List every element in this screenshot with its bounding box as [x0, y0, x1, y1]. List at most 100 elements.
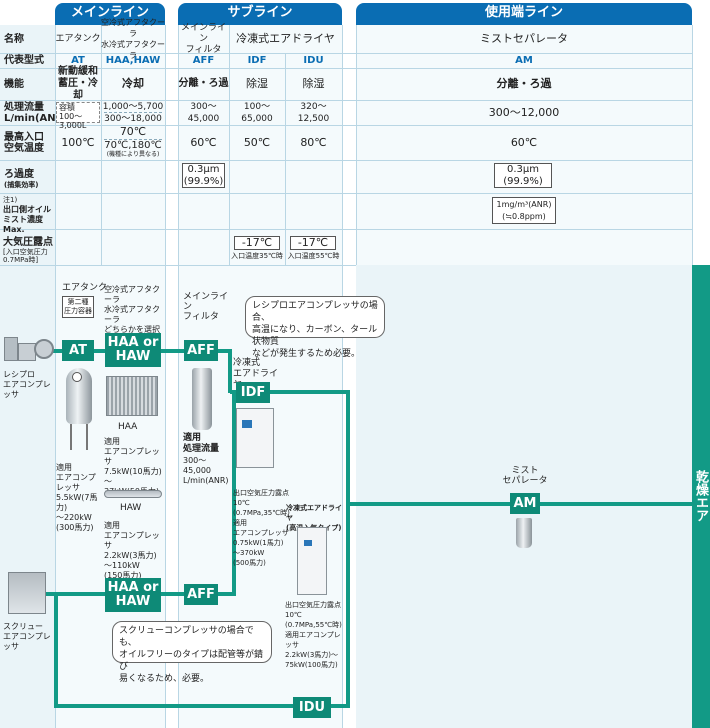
pipe-idf-vert — [346, 390, 350, 708]
idf-spec: 出口空気圧力露点 10℃ (0.7MPa,35℃時) 適用 エアコンプレッサ 0… — [233, 489, 290, 567]
col-line — [342, 25, 343, 728]
idu-flow: 320～12,500 — [297, 101, 330, 124]
node-at[interactable]: AT — [62, 340, 94, 361]
row-label-temp: 最高入口 空気温度 — [4, 131, 44, 154]
am-separator-icon — [516, 518, 532, 548]
pipe-screw-drop — [54, 592, 58, 708]
end-line-header: 使用端ライン — [356, 3, 692, 25]
recip-callout: レシプロエアコンプレッサの場合、 高温になり、カーボン、タール状物質 などが発生… — [245, 296, 385, 359]
aff-spec: 300～45,000 L/min(ANR) — [183, 456, 229, 485]
row-line — [0, 229, 692, 230]
row-label-dew-wrap: 大気圧露点 [入口空気圧力 0.7MPa時] — [3, 233, 58, 264]
row-line — [0, 160, 692, 161]
haa-cooler-icon — [106, 376, 158, 416]
tank-gauge-icon — [72, 372, 82, 382]
tank-leg-icon — [70, 424, 88, 450]
haa-temp-note: (機種により異なる) — [106, 151, 160, 158]
aff-spec-title: 適用 処理流量 — [183, 433, 220, 454]
at-function: 新動緩和 蓄圧・冷却 — [58, 66, 98, 101]
node-idf[interactable]: IDF — [236, 382, 270, 403]
row-label-flow: 処理流量 L/min(ANR) — [4, 101, 68, 124]
node-haa[interactable]: HAA or HAW — [105, 333, 161, 367]
node-am[interactable]: AM — [510, 493, 540, 514]
aff-model: AFF — [192, 54, 215, 66]
haa-temp-1: 70℃ — [119, 125, 147, 138]
screw-compressor-label: スクリュー エアコンプレッサ — [3, 622, 51, 651]
aff-function: 分離・ろ過 — [178, 78, 229, 89]
col-line — [55, 25, 56, 728]
row-label-oil-wrap: 注1) 出口側オイル ミスト濃度Max. — [3, 195, 58, 235]
at-temp: 100℃ — [61, 135, 95, 149]
haa-function: 冷却 — [122, 77, 144, 90]
haa-temp-2: 70℃,180℃ — [104, 139, 162, 151]
row-line — [0, 193, 692, 194]
row-label-filtration-wrap: ろ過度 (捕集効率) — [4, 165, 59, 190]
col-line — [692, 25, 693, 265]
am-name: ミストセパレータ — [480, 32, 568, 45]
haa-model: HAA,HAW — [105, 54, 161, 66]
am-diagram-label: ミスト セパレータ — [502, 466, 548, 486]
idf-panel-icon — [242, 420, 252, 428]
aff-filter-icon — [192, 368, 212, 430]
screw-compressor-icon — [8, 572, 46, 614]
row-line — [0, 53, 692, 54]
aff-flow: 300～45,000 — [187, 101, 220, 124]
idu-model: IDU — [303, 54, 324, 66]
haa-name: 空冷式アフタクーラ 水冷式アフタクーラ — [101, 18, 165, 60]
idu-function: 除湿 — [302, 77, 325, 90]
dry-air-band — [692, 265, 710, 728]
row-label-dew-sub: [入口空気圧力 0.7MPa時] — [3, 248, 48, 264]
pipe-idf-drop — [228, 349, 232, 393]
idu-temp: 80℃ — [300, 135, 327, 149]
am-model: AM — [515, 54, 533, 66]
haa-label: HAA — [118, 422, 138, 432]
col-line — [101, 25, 102, 265]
row-line — [0, 125, 692, 126]
idu-dew-note: 入口温度55℃時 — [287, 252, 340, 260]
row-line — [0, 100, 692, 101]
at-flow-box: 容積 100～3,000L — [56, 102, 100, 130]
at-model: AT — [71, 54, 85, 66]
am-temp: 60℃ — [510, 135, 538, 149]
row-label-filtration-sub: (捕集効率) — [4, 181, 39, 189]
node-aff[interactable]: AFF — [184, 340, 218, 361]
aff-diagram-label: メインライン フィルタ — [183, 292, 229, 322]
col-line — [229, 25, 230, 265]
am-filtration: 0.3μm (99.9%) — [494, 163, 552, 188]
screw-callout: スクリューコンプレッサの場合でも、 オイルフリーのタイプは配管等が錆び 易くなる… — [112, 621, 272, 684]
node-aff-2[interactable]: AFF — [184, 584, 218, 605]
at-name: エアタンク — [55, 34, 101, 44]
row-label-model: 代表型式 — [4, 55, 44, 66]
at-flow-label: 容積 — [59, 103, 75, 112]
haa-flow-divider — [104, 112, 162, 113]
main-line-header: メインライン — [55, 3, 165, 25]
at-flow: 100～3,000L — [59, 112, 87, 130]
idu-dryer-icon — [297, 527, 327, 595]
haw-cooler-icon — [104, 490, 162, 498]
col-line — [178, 25, 179, 728]
node-idu[interactable]: IDU — [293, 697, 331, 718]
row-label-name: 名称 — [4, 33, 24, 45]
haa-spec: 適用 エアコンプレッサ 7.5kW(10馬力)～ 37kW(50馬力) — [104, 437, 162, 496]
haa-temp-divider — [104, 139, 162, 140]
pipe-idu — [54, 704, 350, 708]
col-line — [285, 53, 286, 265]
aff-filtration: 0.3μm (99.9%) — [182, 163, 225, 188]
am-function: 分離・ろ過 — [496, 77, 552, 90]
row-label-oil-note: 注1) — [3, 196, 18, 204]
haa-flow-2: 300～18,000 — [104, 113, 162, 124]
haa-select-label: 空冷式アフタクーラ 水冷式アフタクーラ どちらかを選択 — [104, 285, 160, 334]
idf-temp: 50℃ — [243, 135, 271, 149]
idf-flow: 100～65,000 — [241, 101, 273, 124]
idf-function: 除湿 — [246, 77, 268, 90]
dry-air-label: 乾燥エア — [693, 470, 708, 522]
row-label-dew: 大気圧露点 — [3, 237, 53, 248]
haa-flow-1: 1,000～5,700 — [102, 101, 164, 112]
col-line — [165, 25, 166, 728]
at-spec: 適用 エアコンプレッサ 5.5kW(7馬力) ～220kW (300馬力) — [56, 463, 98, 532]
row-line — [0, 265, 692, 266]
aff-name: メインライン フィルタ — [180, 22, 226, 55]
am-flow: 300～12,000 — [488, 105, 560, 119]
haw-spec: 適用 エアコンプレッサ 2.2kW(3馬力) ～110kW (150馬力) — [104, 521, 160, 580]
node-haa-2[interactable]: HAA or HAW — [105, 578, 161, 612]
